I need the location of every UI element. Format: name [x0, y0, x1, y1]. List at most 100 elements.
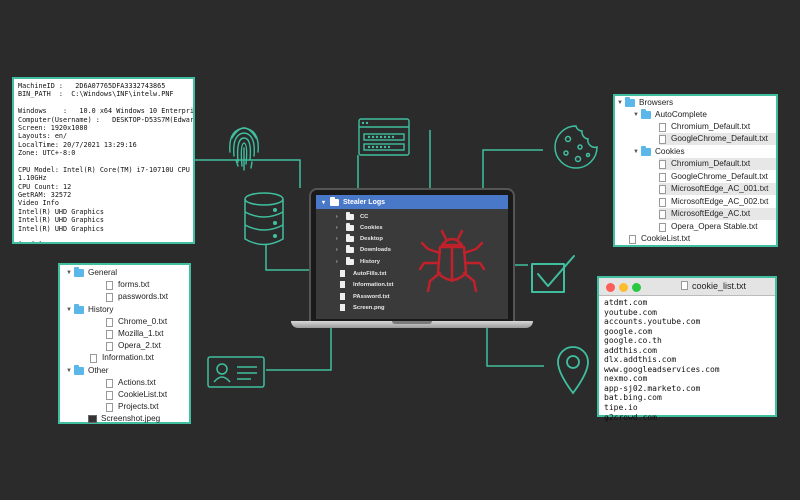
file-icon [629, 234, 636, 244]
sysinfo-line: Screen: 1920x1080 [18, 123, 88, 132]
cookie-domain-line: tipe.io [604, 403, 638, 413]
folder-icon [330, 196, 340, 206]
cookie-domain-line: nexmo.com [604, 374, 648, 384]
explorer-file-password[interactable]: PAssword.txt [340, 291, 390, 302]
tree-file-forms[interactable]: forms.txt [106, 279, 149, 291]
explorer-folder-history[interactable]: ›History [336, 256, 380, 265]
close-button[interactable] [606, 283, 615, 292]
sysinfo-line: Intel(R) UHD Graphics [18, 216, 104, 225]
folder-icon [346, 244, 354, 253]
tree-file-information[interactable]: Information.txt [90, 352, 154, 364]
explorer-folder-cookies[interactable]: ›Cookies [336, 222, 383, 231]
tree-file-browsers-cookielist[interactable]: CookieList.txt [629, 233, 690, 245]
tree-file-edge-ac[interactable]: MicrosoftEdge_AC.txt [659, 208, 776, 220]
cookie-domain-line: google.co.th [604, 336, 662, 346]
sysinfo-line: Computer(Username) : DESKTOP-D53S7M(Edwa… [18, 115, 195, 124]
sysinfo-line: Windows : 10.0 x64 Windows 10 Enterprise [18, 107, 195, 116]
tree-file-googlechrome-default[interactable]: GoogleChrome_Default.txt [659, 133, 776, 145]
sysinfo-line: GetRAM: 32572 [18, 191, 72, 200]
sysinfo-line: MachineID : 2D6A07765DFA3332743865 [18, 82, 166, 90]
tree-file-cookies-chromium-default[interactable]: Chromium_Default.txt [659, 158, 776, 170]
explorer-folder-downloads[interactable]: ›Downloads [336, 244, 391, 253]
tree-file-cookielist[interactable]: CookieList.txt [106, 389, 167, 401]
cookie-domain-line: g2crowd.com [604, 412, 657, 422]
folder-icon [346, 211, 354, 220]
tree-folder-general[interactable]: ▼General [66, 267, 118, 277]
explorer-file-screen[interactable]: Screen.png [340, 302, 385, 313]
maximize-button[interactable] [632, 283, 641, 292]
tree-folder-other[interactable]: ▼Other [66, 365, 109, 375]
chevron-right-icon: › [336, 246, 338, 253]
connector-sysinfo [195, 159, 301, 188]
tree-file-chromium-default[interactable]: Chromium_Default.txt [659, 121, 750, 133]
file-icon [659, 197, 666, 207]
file-icon [681, 281, 688, 290]
terminal-password-icon [358, 118, 410, 156]
explorer-header[interactable]: ▾ Stealer Logs [316, 195, 508, 209]
minimize-button[interactable] [619, 283, 628, 292]
tree-folder-autocomplete[interactable]: ▼AutoComplete [633, 109, 707, 119]
tree-file-screenshot[interactable]: Screenshot.jpeg [88, 413, 160, 425]
checkmark-icon [531, 255, 575, 293]
folder-icon [346, 256, 354, 265]
tree-folder-history[interactable]: ▼History [66, 304, 114, 314]
sysinfo-line: CPU Count: 12 [18, 182, 72, 191]
explorer-file-autofills[interactable]: AutoFills.txt [340, 268, 387, 279]
folder-icon [641, 109, 651, 119]
tree-file-projects[interactable]: Projects.txt [106, 401, 159, 413]
location-pin-icon [557, 346, 589, 395]
cookie-domain-line: www.googleadservices.com [604, 364, 720, 374]
file-icon [106, 317, 113, 327]
files-tree-panel: ▼General forms.txt passwords.txt ▼Histor… [58, 263, 191, 424]
explorer-folder-desktop[interactable]: ›Desktop [336, 233, 383, 242]
tree-file-cookies-googlechrome-default[interactable]: GoogleChrome_Default.txt [659, 171, 768, 183]
tree-folder-cookies[interactable]: ▼Cookies [633, 146, 685, 156]
file-icon [90, 353, 97, 363]
cookie-domain-line: atdmt.com [604, 298, 648, 307]
folder-icon [346, 233, 354, 242]
file-icon [659, 159, 666, 169]
tree-file-edge-002[interactable]: MicrosoftEdge_AC_002.txt [659, 196, 768, 208]
chevron-right-icon: › [336, 224, 338, 231]
file-icon [659, 172, 666, 182]
tree-file-passwords[interactable]: passwords.txt [106, 291, 168, 303]
bug-virus-icon [418, 229, 486, 293]
cookie-domain-line: accounts.youtube.com [604, 317, 701, 327]
file-icon [659, 134, 666, 144]
chevron-down-icon: ▾ [322, 199, 326, 206]
cookie-domain-line: dlx.addthis.com [604, 355, 677, 365]
chevron-right-icon: › [336, 213, 338, 220]
folder-icon [74, 267, 84, 277]
cookie-domain-line: bat.bing.com [604, 393, 662, 403]
tree-folder-browsers[interactable]: ▼Browsers [617, 97, 674, 107]
connector-id-card [266, 328, 332, 371]
connector-location [486, 328, 544, 367]
sysinfo-line [18, 158, 189, 166]
file-icon [106, 390, 113, 400]
sysinfo-line: Layouts: en/ [18, 132, 68, 141]
tree-file-edge-001[interactable]: MicrosoftEdge_AC_001.txt [659, 183, 776, 195]
tree-file-opera-stable[interactable]: Opera_Opera Stable.txt [659, 221, 757, 233]
tree-file-actions[interactable]: Actions.txt [106, 377, 156, 389]
file-icon [106, 402, 113, 412]
explorer-file-information[interactable]: Information.txt [340, 279, 394, 290]
file-icon [106, 341, 113, 351]
id-card-icon [207, 356, 265, 388]
explorer-folder-cc[interactable]: ›CC [336, 211, 369, 220]
tree-file-opera2[interactable]: Opera_2.txt [106, 340, 161, 352]
cookie-domain-line: youtube.com [604, 307, 657, 317]
sysinfo-line: Intel(R) UHD Graphics [18, 224, 104, 233]
folder-icon [346, 222, 354, 231]
file-icon [106, 378, 113, 388]
tree-file-mozilla1[interactable]: Mozilla_1.txt [106, 328, 164, 340]
connector-cookie [482, 149, 543, 188]
file-icon [106, 329, 113, 339]
window-title: cookie_list.txt [681, 281, 746, 291]
file-icon [340, 304, 345, 311]
fingerprint-icon [229, 127, 259, 171]
tree-file-chrome0[interactable]: Chrome_0.txt [106, 316, 167, 328]
file-icon [659, 122, 666, 132]
folder-icon [74, 365, 84, 375]
